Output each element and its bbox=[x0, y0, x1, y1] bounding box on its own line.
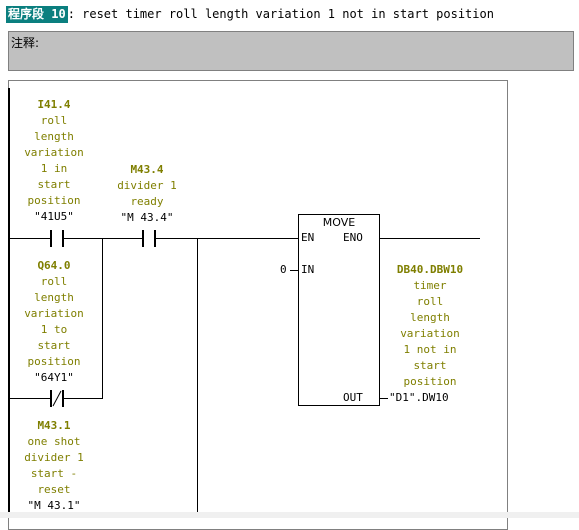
network-header: 程序段 10: reset timer roll length variatio… bbox=[6, 6, 494, 24]
contact-i41-4-labels: I41.4 roll length variation 1 in start p… bbox=[14, 97, 94, 225]
move-title: MOVE bbox=[322, 216, 356, 229]
contact-q64-0-labels: Q64.0 roll length variation 1 to start p… bbox=[14, 258, 94, 386]
comment-label: 注释: bbox=[11, 36, 40, 50]
pin-eno: ENO bbox=[343, 231, 363, 244]
ladder-diagram-area[interactable] bbox=[8, 80, 508, 530]
in-operand-value[interactable]: 0 bbox=[280, 263, 287, 276]
operand-comment: roll length variation 1 to start positio… bbox=[24, 275, 84, 368]
network-number-badge[interactable]: 程序段 10 bbox=[6, 6, 68, 23]
contact-m43-1-labels: M43.1 one shot divider 1 start - reset "… bbox=[14, 418, 94, 514]
operand-address[interactable]: M43.4 bbox=[130, 163, 164, 176]
contact-nc-slash bbox=[52, 390, 62, 407]
out-operand-address[interactable]: DB40.DBW10 bbox=[396, 263, 464, 276]
eno-output-wire bbox=[380, 238, 480, 239]
rung-wire bbox=[10, 398, 50, 399]
rung-wire bbox=[64, 398, 103, 399]
out-operand-wire bbox=[380, 398, 388, 399]
in-operand-wire bbox=[290, 270, 298, 271]
out-operand-symbol[interactable]: "D1".DW10 bbox=[389, 391, 449, 404]
network-title[interactable]: : reset timer roll length variation 1 no… bbox=[67, 7, 494, 21]
contact-no-right-bar[interactable] bbox=[62, 230, 64, 247]
contact-m43-4-labels: M43.4 divider 1 ready "M 43.4" bbox=[107, 162, 187, 226]
operand-comment: roll length variation 1 in start positio… bbox=[24, 114, 84, 207]
rung-wire bbox=[64, 238, 142, 239]
contact-nc-right-bar[interactable] bbox=[62, 390, 64, 407]
operand-comment: divider 1 ready bbox=[117, 179, 177, 208]
operand-address[interactable]: Q64.0 bbox=[37, 259, 71, 272]
bottom-strip bbox=[0, 512, 579, 518]
out-operand-labels: DB40.DBW10 timer roll length variation 1… bbox=[388, 262, 472, 390]
rung-wire bbox=[156, 238, 298, 239]
branch-wire-vertical bbox=[197, 238, 198, 518]
operand-address[interactable]: M43.1 bbox=[37, 419, 71, 432]
contact-nc-left-bar[interactable] bbox=[50, 390, 52, 407]
operand-symbol[interactable]: "M 43.4" bbox=[120, 211, 174, 224]
rung-wire bbox=[10, 238, 50, 239]
contact-no-left-bar[interactable] bbox=[142, 230, 144, 247]
branch-wire-vertical bbox=[102, 238, 103, 398]
operand-symbol[interactable]: "64Y1" bbox=[34, 371, 74, 384]
out-operand-comment: timer roll length variation 1 not in sta… bbox=[400, 279, 460, 388]
operand-symbol[interactable]: "41U5" bbox=[34, 210, 74, 223]
pin-en: EN bbox=[301, 231, 315, 244]
operand-address[interactable]: I41.4 bbox=[37, 98, 71, 111]
contact-no-right-bar[interactable] bbox=[154, 230, 156, 247]
move-box[interactable] bbox=[298, 214, 380, 406]
operand-comment: one shot divider 1 start - reset bbox=[24, 435, 84, 496]
contact-no-left-bar[interactable] bbox=[50, 230, 52, 247]
pin-out: OUT bbox=[343, 391, 363, 404]
power-rail bbox=[8, 88, 10, 512]
operand-symbol[interactable]: "M 43.1" bbox=[27, 499, 81, 512]
network-comment-box[interactable] bbox=[8, 31, 574, 71]
pin-in: IN bbox=[301, 263, 315, 276]
